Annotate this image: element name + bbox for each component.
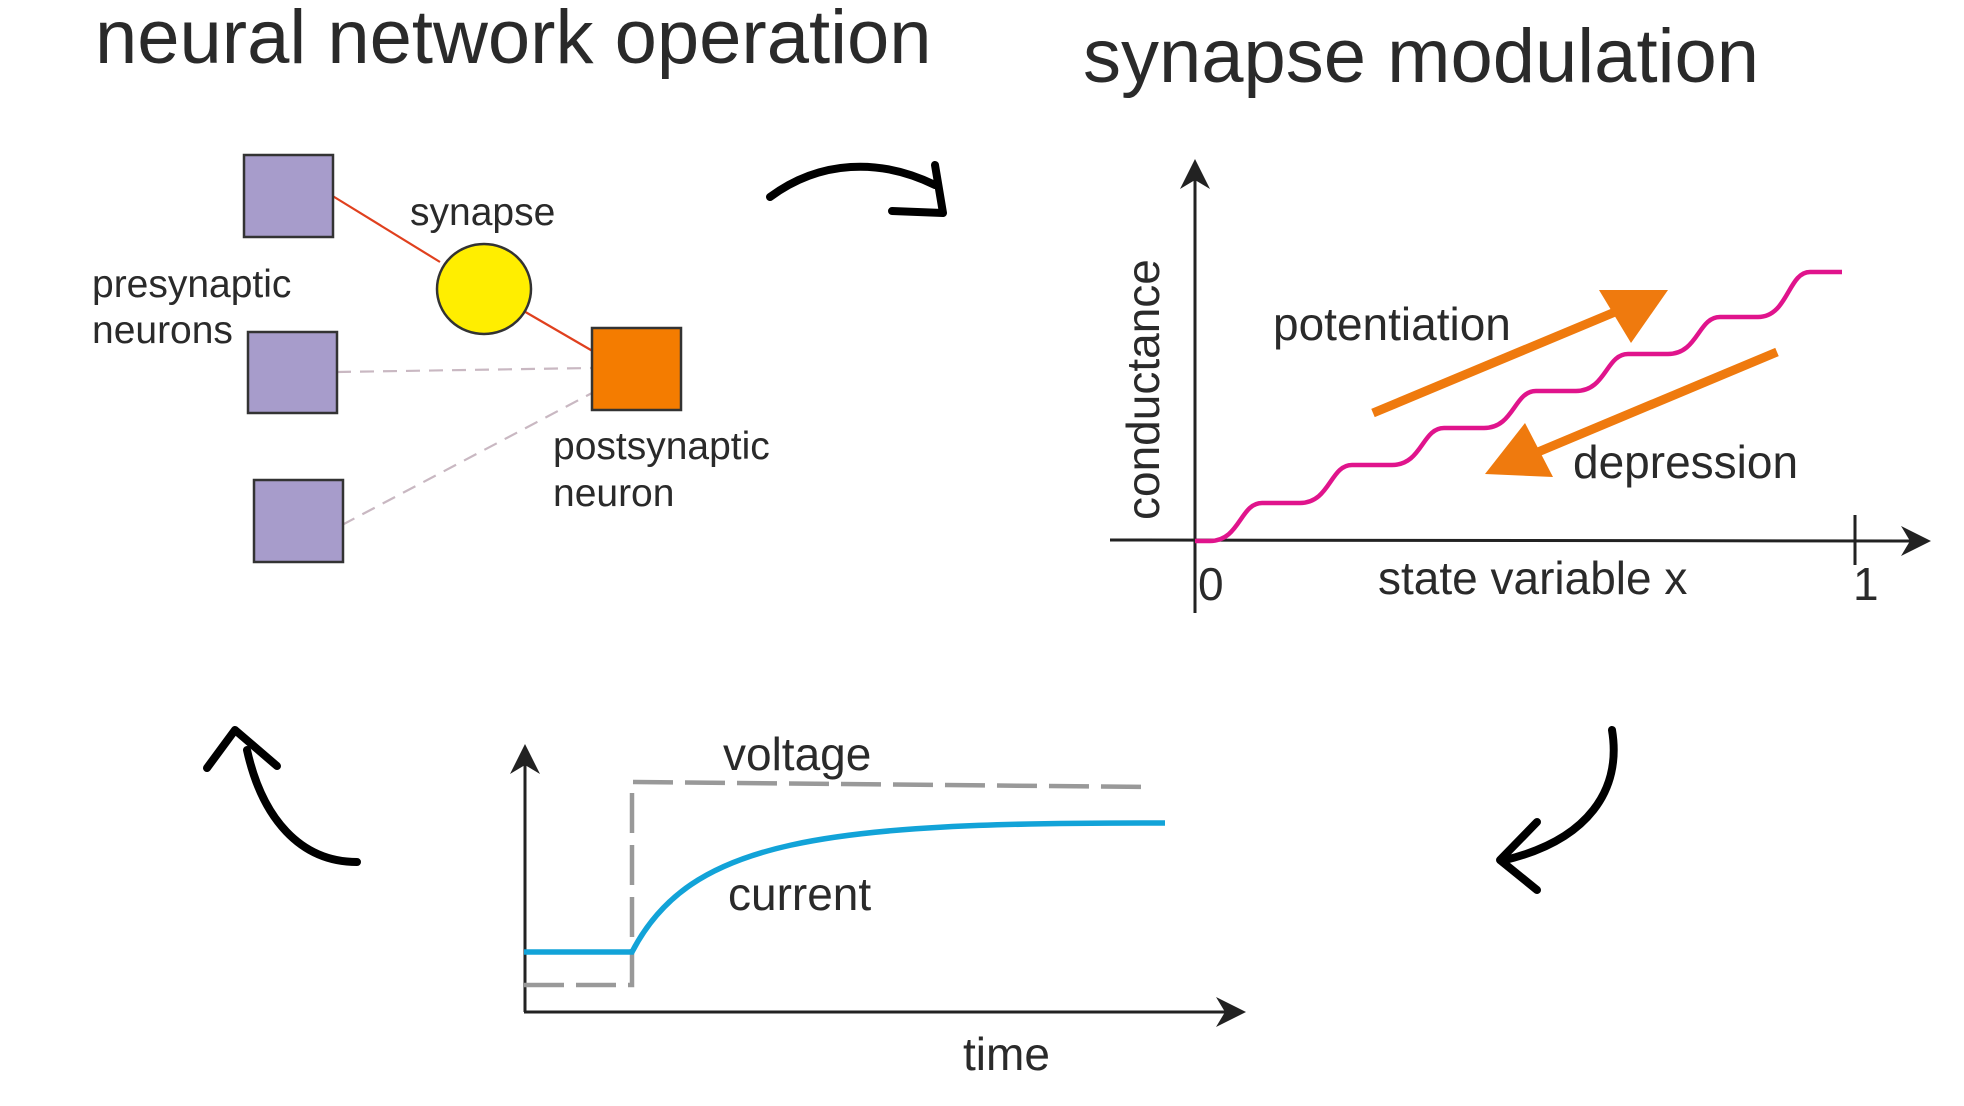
potentiation-label: potentiation [1273,298,1511,350]
current-line [524,820,1166,955]
depression-label: depression [1573,436,1798,488]
potentiation-arrow [1371,307,1617,418]
response-x-axis-label: time [963,1028,1050,1080]
voltage-label: voltage [723,728,871,780]
postsynaptic-neuron [590,326,683,412]
postsynaptic-label: postsynaptic [553,425,770,468]
synapse [435,242,533,336]
curved-arrow-up-icon [203,726,361,866]
current-label: current [728,868,871,920]
postsynaptic-label: neuron [553,472,674,515]
synapse-modulation-panel: conductance state variable x 0 1 potenti… [1109,159,1931,613]
x-axis [1109,525,1931,556]
depression-arrowhead [1485,423,1553,477]
potentiation-arrowhead [1599,290,1668,343]
title-neural-network-operation: neural network operation [95,0,932,80]
curved-arrow-right-icon [766,161,947,217]
depression-arrow [1536,347,1779,457]
presynaptic-neuron [242,153,335,239]
neural-network-panel: synapse presynaptic neurons postsynaptic… [92,153,770,564]
y-axis-label: conductance [1117,259,1169,520]
connection-active [521,309,597,354]
presynaptic-label: neurons [92,309,233,352]
x-axis-label: state variable x [1378,552,1687,604]
presynaptic-neuron [252,478,345,564]
curved-arrow-down-icon [1496,726,1618,894]
response-panel: voltage current time [510,728,1246,1080]
presynaptic-label: presynaptic [92,263,291,306]
presynaptic-neuron [246,330,339,415]
connection-dashed [341,392,593,526]
voltage-line [524,779,1149,988]
connection-dashed [336,366,593,374]
x-tick-label-start: 0 [1198,558,1224,610]
connection-active [330,194,441,263]
x-tick-label-end: 1 [1853,558,1879,610]
title-synapse-modulation: synapse modulation [1083,14,1759,99]
conductance-curve [1195,269,1842,544]
synapse-label: synapse [410,191,555,234]
